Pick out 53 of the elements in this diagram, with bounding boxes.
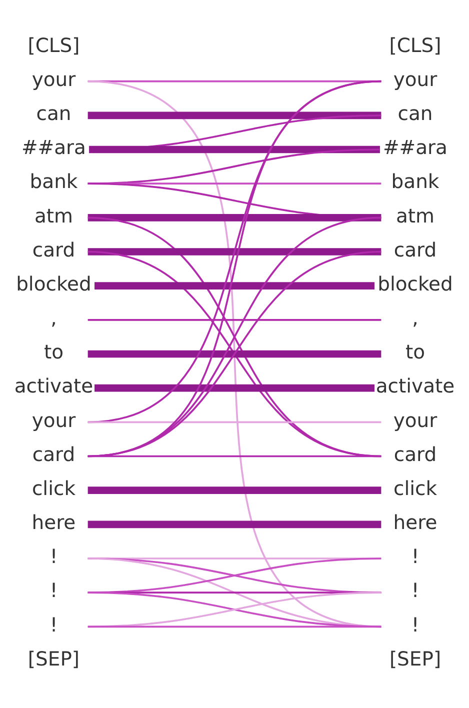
node-text: your bbox=[393, 68, 438, 91]
node-text: ! bbox=[50, 579, 58, 602]
node-text: , bbox=[50, 306, 57, 330]
node-text: ! bbox=[411, 613, 420, 636]
connector bbox=[88, 626, 382, 628]
label: [CLS] bbox=[389, 34, 442, 57]
node-text: activate bbox=[376, 374, 455, 398]
node-text: card bbox=[394, 238, 437, 262]
node-text: here bbox=[393, 511, 438, 534]
node-text: can bbox=[36, 102, 72, 126]
connector bbox=[88, 214, 382, 222]
node-text: click bbox=[394, 476, 438, 500]
node-text: click bbox=[32, 476, 76, 500]
node-text: your bbox=[32, 408, 76, 432]
connector bbox=[94, 282, 374, 290]
node-text: here bbox=[32, 511, 76, 534]
node-text: ! bbox=[50, 613, 58, 636]
node-text: ##ara bbox=[383, 136, 448, 160]
node-text: bank bbox=[30, 170, 78, 194]
label: [SEP] bbox=[28, 647, 80, 670]
node-text: to bbox=[405, 340, 426, 364]
node-text: ! bbox=[50, 545, 58, 568]
node-text: bank bbox=[391, 170, 440, 194]
node-text: your bbox=[32, 68, 76, 91]
node-text: blocked bbox=[16, 272, 92, 296]
connector bbox=[88, 455, 382, 458]
connector bbox=[89, 146, 380, 154]
connector bbox=[88, 421, 382, 424]
node-text: , bbox=[412, 306, 418, 330]
node-text: ##ara bbox=[21, 136, 86, 160]
node-text: can bbox=[398, 102, 433, 126]
node-text: card bbox=[32, 238, 76, 262]
node-text: activate bbox=[14, 374, 94, 398]
node-text: blocked bbox=[378, 272, 453, 296]
node-text: card bbox=[394, 442, 437, 466]
node-text: your bbox=[393, 408, 438, 432]
node-text: ! bbox=[411, 545, 420, 568]
node-text: to bbox=[44, 340, 64, 364]
connector bbox=[88, 486, 382, 494]
node-text: atm bbox=[34, 204, 74, 228]
connector bbox=[88, 592, 382, 628]
connector bbox=[94, 384, 374, 392]
connector bbox=[88, 520, 382, 528]
label: [SEP] bbox=[389, 647, 442, 670]
connector bbox=[88, 350, 382, 358]
node-text: card bbox=[32, 442, 76, 466]
connector bbox=[88, 112, 382, 120]
connector bbox=[88, 319, 382, 321]
connector bbox=[88, 558, 382, 628]
connector bbox=[88, 248, 382, 256]
label: [CLS] bbox=[28, 34, 80, 57]
node-text: atm bbox=[396, 204, 435, 228]
node-text: ! bbox=[411, 579, 420, 602]
